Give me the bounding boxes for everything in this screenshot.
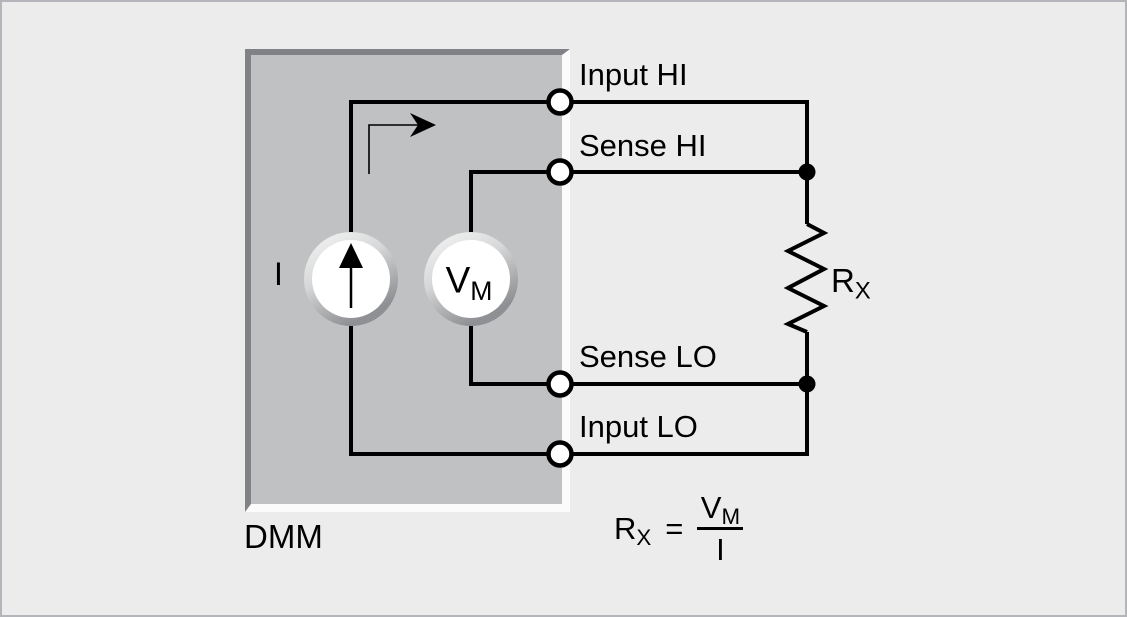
- wire-sense-hi: [469, 170, 807, 233]
- terminal-sense-hi: [546, 158, 574, 186]
- formula-numerator: VM: [700, 490, 741, 530]
- label-voltmeter: VM: [445, 259, 493, 306]
- wire-input-lo: [349, 325, 809, 456]
- junction-dot-lo: [798, 375, 816, 393]
- label-sense-hi: Sense HI: [579, 128, 707, 163]
- wire-input-hi: [349, 100, 809, 233]
- fraction-bar: [697, 527, 744, 530]
- resistor-rx: [783, 222, 829, 334]
- label-input-lo: Input LO: [579, 409, 698, 444]
- formula-equals: =: [665, 510, 684, 546]
- current-source-arrow-icon: [339, 243, 363, 268]
- formula-fraction: VM I: [697, 490, 744, 567]
- formula: RX = VM I: [614, 490, 744, 567]
- terminal-input-lo: [546, 440, 574, 468]
- terminal-input-hi: [546, 88, 574, 116]
- wire-sense-lo: [469, 325, 807, 386]
- formula-denominator: I: [716, 531, 725, 567]
- label-current-source: I: [274, 256, 283, 292]
- formula-lhs: RX: [614, 510, 652, 550]
- terminal-sense-lo: [546, 370, 574, 398]
- label-input-hi: Input HI: [579, 57, 688, 92]
- label-sense-lo: Sense LO: [579, 339, 717, 374]
- label-dmm: DMM: [244, 518, 323, 555]
- label-resistor: RX: [831, 262, 871, 305]
- current-direction-arrow-icon: [410, 113, 436, 137]
- current-direction-line: [368, 124, 430, 174]
- voltmeter-face: [432, 240, 510, 318]
- junction-dot-hi: [798, 163, 816, 181]
